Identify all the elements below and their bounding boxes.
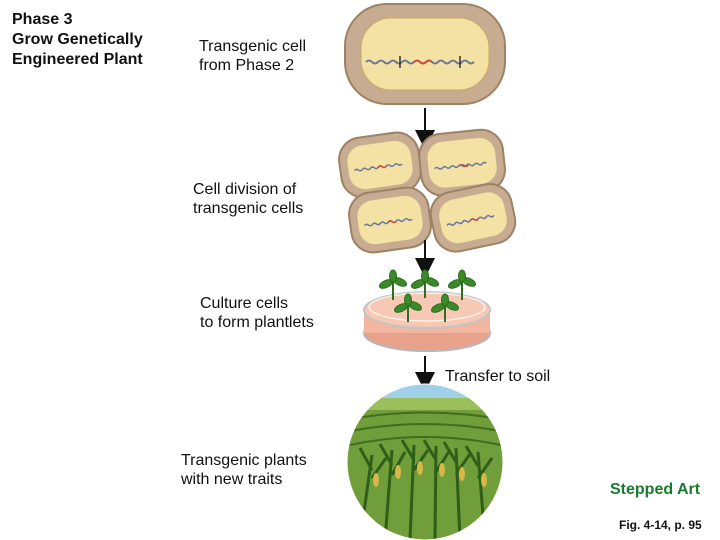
stepped-art-link[interactable]: Stepped Art [610, 481, 701, 498]
plant-field [347, 384, 503, 540]
label-transfer-to-soil: Transfer to soil [445, 368, 551, 385]
culture-dish [363, 291, 491, 352]
figure-reference: Fig. 4-14, p. 95 [619, 518, 702, 532]
label-transgenic-cell: Transgenic cell from Phase 2 [199, 38, 307, 74]
small-cell [338, 131, 422, 199]
small-cell [348, 186, 432, 254]
label-transgenic-plants: Transgenic plants with new traits [181, 452, 307, 488]
transgenic-cell [344, 3, 506, 105]
plantlets [378, 269, 477, 322]
small-cell [429, 183, 517, 253]
divided-cells [338, 128, 517, 254]
label-cell-division: Cell division of transgenic cells [193, 181, 304, 217]
phase-title: Phase 3 Grow Genetically Engineered Plan… [12, 11, 143, 68]
label-culture-cells: Culture cells to form plantlets [200, 295, 314, 331]
